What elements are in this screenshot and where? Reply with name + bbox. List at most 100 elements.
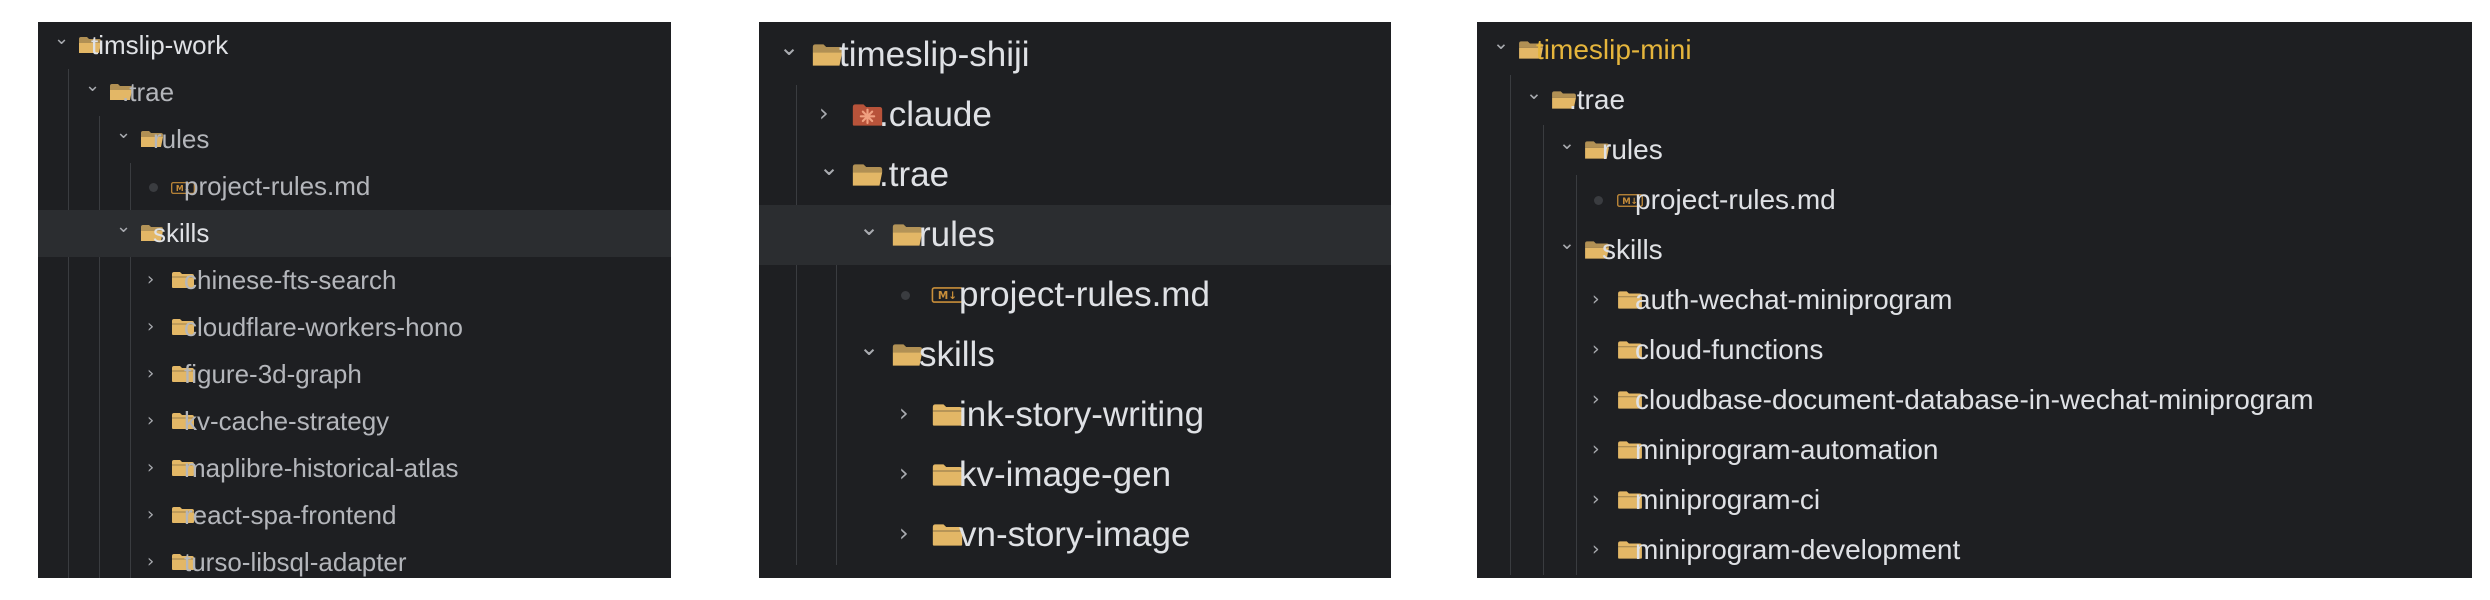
chevron-right-icon[interactable]: › [899,519,909,547]
chevron-right-icon[interactable]: › [147,410,155,431]
chevron-right-icon[interactable]: › [1592,288,1600,310]
chevron-right-icon[interactable]: › [1592,538,1600,560]
chevron-down-icon[interactable]: ⌄ [1559,132,1575,154]
tree-file-item[interactable]: M↓project-rules.md [759,265,1391,325]
folder-icon [1617,340,1643,365]
file-dot-marker [149,182,158,192]
tree-item-label: miniprogram-ci [1635,484,1821,515]
folder-icon [1617,290,1643,315]
chevron-right-icon[interactable]: › [1592,438,1600,460]
tree-item-label: .trae [1569,84,1626,115]
folder-icon [171,365,195,388]
tree-root-folder[interactable]: ⌄ timslip-work [38,22,671,69]
folder-icon [171,553,195,576]
indent-guide [836,205,837,565]
tree-item-label: maplibre-historical-atlas [184,453,459,483]
tree-folder-item[interactable]: › ink-story-writing [759,385,1391,445]
tree-folder-item[interactable]: ›.claude [759,85,1391,145]
folder-open-icon [1518,40,1544,65]
chevron-right-icon[interactable]: › [147,316,155,337]
tree-folder-item[interactable]: ›auth-wechat-miniprogram [1477,275,2472,325]
tree-folder-item[interactable]: ⌄.trae [759,145,1391,205]
indent-guide [1543,125,1544,575]
tree-item-label: turso-libsql-adapter [184,547,407,577]
folder-open-icon [891,223,924,252]
tree-item-label: cloudbase-document-database-in-wechat-mi… [1635,384,2314,415]
tree-item-label: timslip-work [91,30,229,60]
tree-item-label: ink-story-writing [959,395,1205,434]
chevron-down-icon[interactable]: ⌄ [85,75,101,96]
indent-guide [68,69,69,578]
chevron-right-icon[interactable]: › [147,551,155,572]
tree-item-label: timeslip-shiji [839,35,1030,74]
tree-file-item[interactable]: M↓project-rules.md [38,163,671,210]
chevron-down-icon[interactable]: ⌄ [116,122,132,143]
tree-item-label: skills [153,218,210,248]
tree-folder-item[interactable]: ›kv-image-gen [759,445,1391,505]
tree-root-folder[interactable]: ⌄ timeslip-shiji [759,25,1391,85]
tree-folder-item[interactable]: › miniprogram-ci [1477,475,2472,525]
chevron-down-icon[interactable]: ⌄ [1526,82,1542,104]
tree-folder-item[interactable]: ⌄skills [1477,225,2472,275]
indent-guide [1510,75,1511,575]
chevron-right-icon[interactable]: › [899,399,909,427]
indent-guide [99,116,100,578]
chevron-down-icon[interactable]: ⌄ [54,28,70,49]
tree-folder-item[interactable]: ⌄ skills [38,210,671,257]
chevron-right-icon[interactable]: › [1592,338,1600,360]
tree-folder-item[interactable]: › cloudbase-document-database-in-wechat-m… [1477,375,2472,425]
svg-text:M↓: M↓ [938,290,957,302]
tree-folder-item[interactable]: ⌄rules [38,116,671,163]
folder-open-icon [811,43,844,72]
folder-open-icon [140,224,164,247]
chevron-right-icon[interactable]: › [1592,488,1600,510]
tree-item-label: project-rules.md [184,171,371,201]
chevron-down-icon[interactable]: ⌄ [116,216,132,237]
folder-open-icon [78,36,102,59]
folder-open-icon [140,130,164,153]
chevron-down-icon[interactable]: ⌄ [819,153,840,181]
tree-folder-item[interactable]: ›kv-cache-strategy [38,398,671,445]
tree-folder-item[interactable]: › cloud-functions [1477,325,2472,375]
tree-folder-item[interactable]: ›react-spa-frontend [38,492,671,539]
tree-folder-item[interactable]: ⌄rules [1477,125,2472,175]
tree-folder-item[interactable]: ›figure-3d-graph [38,351,671,398]
chevron-down-icon[interactable]: ⌄ [859,333,880,361]
chevron-right-icon[interactable]: › [147,363,155,384]
indent-guide [796,85,797,565]
folder-icon [1617,540,1643,565]
chevron-down-icon[interactable]: ⌄ [1559,232,1575,254]
chevron-right-icon[interactable]: › [147,504,155,525]
tree-folder-item[interactable]: ⌄ .trae [1477,75,2472,125]
tree-folder-item[interactable]: ⌄rules [759,205,1391,265]
markdown-file-icon: M↓ [171,181,195,199]
chevron-right-icon[interactable]: › [819,99,829,127]
chevron-down-icon[interactable]: ⌄ [1493,32,1509,54]
folder-icon [171,459,195,482]
tree-folder-item[interactable]: ›chinese-fts-search [38,257,671,304]
svg-text:M↓: M↓ [1622,196,1638,206]
folder-open-icon [891,343,924,372]
chevron-right-icon[interactable]: › [147,269,155,290]
chevron-right-icon[interactable]: › [1592,388,1600,410]
tree-folder-item[interactable]: ›miniprogram-development [1477,525,2472,575]
chevron-right-icon[interactable]: › [899,459,909,487]
chevron-down-icon[interactable]: ⌄ [779,33,800,61]
svg-text:M↓: M↓ [176,184,190,193]
tree-folder-item[interactable]: › maplibre-historical-atlas [38,445,671,492]
tree-folder-item[interactable]: ›cloudflare-workers-hono [38,304,671,351]
file-dot-marker [901,291,910,300]
tree-folder-item[interactable]: ⌄.trae [38,69,671,116]
tree-file-item[interactable]: M↓project-rules.md [1477,175,2472,225]
tree-root-folder[interactable]: ⌄timeslip-mini [1477,25,2472,75]
chevron-right-icon[interactable]: › [147,457,155,478]
chevron-down-icon[interactable]: ⌄ [859,213,880,241]
indent-guide [130,163,131,578]
tree-item-label: cloud-functions [1635,334,1824,365]
tree-folder-item[interactable]: ›miniprogram-automation [1477,425,2472,475]
tree-folder-item[interactable]: ⌄skills [759,325,1391,385]
tree-folder-item[interactable]: ›vn-story-image [759,505,1391,565]
tree-folder-item[interactable]: › turso-libsql-adapter [38,539,671,578]
